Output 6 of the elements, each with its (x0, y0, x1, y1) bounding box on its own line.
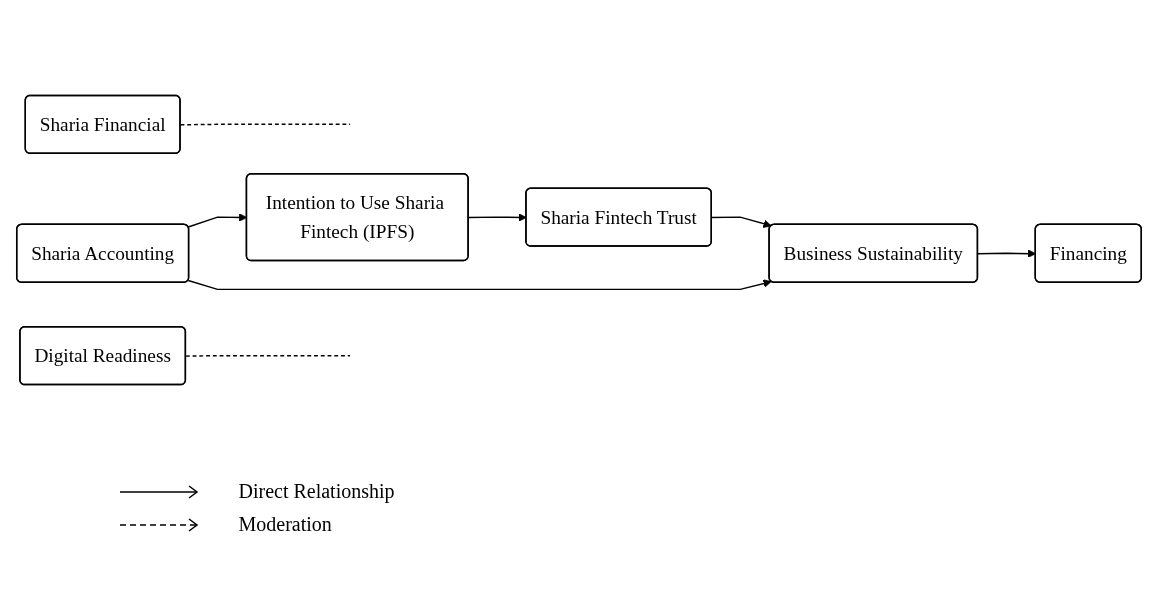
connector (184, 354, 351, 357)
arrow (710, 216, 772, 228)
legend-label: Direct Relationship (238, 480, 395, 503)
legend-label: Moderation (238, 513, 332, 536)
connector (179, 123, 351, 126)
arrow (187, 279, 772, 291)
